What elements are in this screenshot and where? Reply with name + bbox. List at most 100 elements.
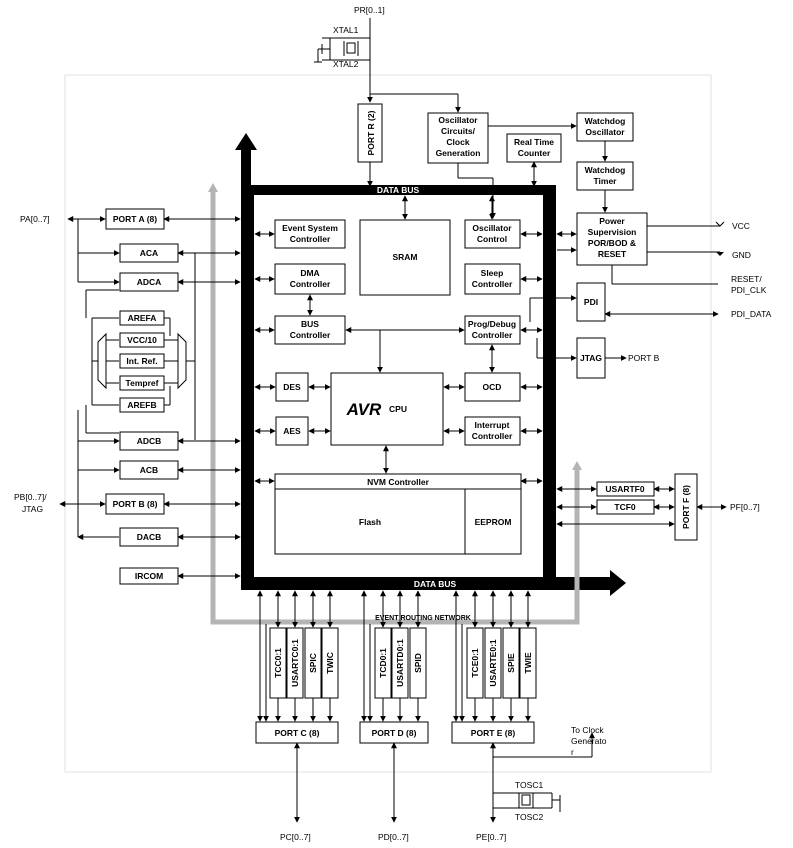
inner-wiring [254, 195, 543, 484]
data-bus-top-label: DATA BUS [377, 185, 420, 195]
aes-label: AES [283, 426, 301, 436]
xtal2-label: XTAL2 [333, 59, 359, 69]
port-f-wiring [556, 486, 727, 527]
evsys-line2: Controller [290, 234, 331, 244]
port-e-label: PORT E (8) [471, 728, 516, 738]
aca-label: ACA [140, 248, 158, 258]
vcc10-label: VCC/10 [127, 335, 157, 345]
pa-pin-label: PA[0..7] [20, 214, 50, 224]
vcc-pin-label: VCC [732, 221, 750, 231]
arefb-label: AREFB [127, 400, 156, 410]
pe-pin-label: PE[0..7] [476, 832, 506, 842]
pwr-line2: Supervision [588, 227, 637, 237]
adcb-label: ADCB [137, 436, 162, 446]
gnd-pin-label: GND [732, 250, 751, 260]
spie-label: SPIE [506, 653, 516, 673]
jtag-label: JTAG [580, 353, 602, 363]
oscctl-line2: Control [477, 234, 507, 244]
reference-wiring [91, 253, 196, 440]
usartc-label: USARTC0:1 [290, 639, 300, 687]
evsys-line1: Event System [282, 223, 338, 233]
wdt-line2: Timer [594, 176, 618, 186]
tosc1-label: TOSC1 [515, 780, 543, 790]
usarte-label: USARTE0:1 [488, 639, 498, 687]
usartf0-label: USARTF0 [605, 484, 644, 494]
port-d-label: PORT D (8) [372, 728, 417, 738]
cpu-block [330, 372, 444, 446]
osc-line1: Oscillator [438, 115, 478, 125]
tempref-label: Tempref [126, 378, 159, 388]
dma-controller-block [274, 263, 346, 295]
prog-line1: Prog/Debug [468, 319, 516, 329]
clock-gen-label-3: r [571, 747, 574, 757]
spid-label: SPID [413, 653, 423, 673]
prog-debug-controller-block [464, 315, 521, 345]
adca-label: ADCA [137, 277, 162, 287]
pdi-label: PDI [584, 297, 598, 307]
nvm-block [274, 473, 522, 555]
tce-label: TCE0:1 [470, 648, 480, 678]
event-routing-label: EVENT ROUTING NETWORK [375, 615, 471, 622]
bottom-wiring [257, 590, 595, 823]
usartd-label: USARTD0:1 [395, 639, 405, 687]
pdi-block [576, 282, 606, 322]
sleep-line2: Controller [472, 279, 513, 289]
data-bus [235, 133, 626, 596]
bus-controller-block [274, 315, 346, 345]
acb-label: ACB [140, 465, 158, 475]
left-wiring [59, 216, 241, 579]
wdt-line1: Watchdog [585, 165, 626, 175]
tcf0-label: TCF0 [614, 502, 636, 512]
twic-label: TWIC [325, 652, 335, 674]
twie-label: TWIE [523, 652, 533, 674]
int-ref-label: Int. Ref. [126, 356, 157, 366]
clock-gen-label-2: Generato [571, 736, 607, 746]
flash-label: Flash [359, 517, 381, 527]
dacb-label: DACB [137, 532, 162, 542]
real-time-counter-block [506, 133, 562, 163]
port-r-block [357, 103, 383, 163]
port-b-out-label: PORT B [628, 353, 660, 363]
ircom-label: IRCOM [135, 571, 163, 581]
sram-block [359, 219, 451, 296]
clock-gen-label-1: To Clock [571, 725, 604, 735]
pwr-line1: Power [599, 216, 625, 226]
interrupt-controller-block [464, 416, 521, 446]
rtc-line2: Counter [518, 148, 551, 158]
tosc2-label: TOSC2 [515, 812, 543, 822]
port-f-label: PORT F (8) [681, 485, 691, 529]
tcd-label: TCD0:1 [378, 648, 388, 678]
watchdog-timer-block [576, 161, 634, 191]
pr-pin-label: PR[0..1] [354, 5, 385, 15]
bus-line1: BUS [301, 319, 319, 329]
aes-block [275, 416, 309, 446]
mux-left [97, 332, 107, 390]
int-line1: Interrupt [475, 420, 510, 430]
pwr-line3: POR/BOD & [588, 238, 636, 248]
mux-right [177, 332, 187, 390]
oscillator-circuits-block [427, 112, 489, 164]
wdo-line1: Watchdog [585, 116, 626, 126]
sram-label: SRAM [392, 252, 417, 262]
sleep-line1: Sleep [481, 268, 504, 278]
wdo-line2: Oscillator [585, 127, 625, 137]
dma-line2: Controller [290, 279, 331, 289]
jtag-block [576, 337, 606, 379]
event-routing-network [208, 183, 582, 625]
prog-line2: Controller [472, 330, 513, 340]
watchdog-oscillator-block [576, 112, 634, 142]
rtc-line1: Real Time [514, 137, 554, 147]
ocd-label: OCD [483, 382, 502, 392]
pwr-line4: RESET [598, 249, 627, 259]
pb-pin-label-1: PB[0..7]/ [14, 492, 47, 502]
des-label: DES [283, 382, 301, 392]
port-a-label: PORT A (8) [113, 214, 157, 224]
des-block [275, 372, 309, 402]
eeprom-label: EEPROM [475, 517, 512, 527]
reset-pin-label-1: RESET/ [731, 274, 762, 284]
data-bus-bottom-label: DATA BUS [414, 579, 457, 589]
osc-line3: Clock [446, 137, 469, 147]
avr-logo: AVR [346, 400, 382, 419]
pf-pin-label: PF[0..7] [730, 502, 760, 512]
